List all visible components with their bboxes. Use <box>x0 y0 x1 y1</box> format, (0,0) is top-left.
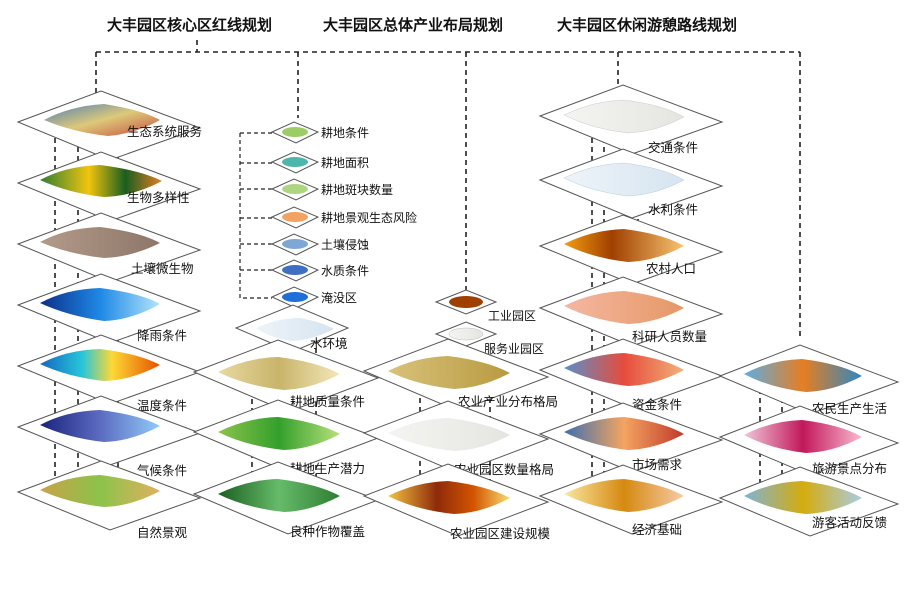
layer-market-demand: 市场需求 <box>538 402 724 473</box>
layer-agri-distribution: 农业产业分布格局 <box>362 338 558 412</box>
label-soil-microbes: 土壤微生物 <box>131 261 194 276</box>
thumb-soil-erosion: 土壤侵蚀 <box>270 233 369 256</box>
label-tourist-spots: 旅游景点分布 <box>812 461 887 476</box>
layer-visitor-feedback: 游客活动反馈 <box>718 466 900 537</box>
layer-industrial-park: 工业园区 <box>434 289 536 323</box>
label-climate: 气候条件 <box>137 463 187 478</box>
layer-researchers: 科研人员数量 <box>538 276 724 347</box>
label-biodiversity: 生物多样性 <box>127 190 190 205</box>
label-landscape-risk: 耕地景观生态风险 <box>321 210 417 225</box>
label-market-demand: 市场需求 <box>632 457 683 472</box>
layer-temperature: 温度条件 <box>16 334 202 413</box>
stack-farmland: 水环境 耕地质量条件 耕地生产潜力 良种作物覆盖 <box>192 304 380 539</box>
label-temperature: 温度条件 <box>137 398 187 413</box>
layer-funding: 资金条件 <box>538 338 724 412</box>
label-soil-erosion: 土壤侵蚀 <box>321 237 369 252</box>
label-industrial-park: 工业园区 <box>488 309 536 323</box>
layer-production-potential: 耕地生产潜力 <box>192 399 380 476</box>
label-farmer-life: 农民生产生活 <box>812 401 887 416</box>
header-leisure-routes: 大丰园区休闲游憩路线规划 <box>557 16 737 34</box>
label-farmland-quality: 耕地质量条件 <box>290 394 365 409</box>
thumb-flood-zone: 淹没区 <box>270 286 357 309</box>
label-natural-landscape: 自然景观 <box>137 525 188 540</box>
layer-biodiversity: 生物多样性 <box>16 151 202 222</box>
header-core-redline: 大丰园区核心区红线规划 <box>107 16 272 34</box>
layer-natural-landscape: 自然景观 <box>16 460 202 540</box>
label-patch-count: 耕地斑块数量 <box>321 182 393 197</box>
label-transport: 交通条件 <box>648 140 698 155</box>
label-production-potential: 耕地生产潜力 <box>290 461 365 476</box>
thumb-farmland-area: 耕地面积 <box>270 151 369 174</box>
stack-farmland-small: 耕地条件 耕地面积 耕地斑块数量 耕地景观生态风险 土壤侵蚀 水质条件 <box>239 121 417 309</box>
layer-transport: 交通条件 <box>538 84 724 155</box>
layer-economic-base: 经济基础 <box>538 464 724 537</box>
stack-industry: 工业园区 服务业园区 农业产业分布格局 农业园区数量格局 农业园区建设规模 <box>362 289 558 541</box>
label-visitor-feedback: 游客活动反馈 <box>812 515 887 530</box>
label-economic-base: 经济基础 <box>632 522 682 537</box>
header-industry-layout: 大丰园区总体产业布局规划 <box>323 16 503 34</box>
stack-ecology: 生态系统服务 生物多样性 土壤微生物 降雨条件 温度条件 气候条件 <box>16 90 202 540</box>
layer-crop-coverage: 良种作物覆盖 <box>192 461 380 539</box>
layer-farmer-life: 农民生产生活 <box>718 344 900 416</box>
layer-agri-scale: 农业园区建设规模 <box>362 463 551 541</box>
layer-farmland-quality: 耕地质量条件 <box>192 339 380 413</box>
thumb-water-quality: 水质条件 <box>270 259 369 282</box>
thumb-patch-count: 耕地斑块数量 <box>270 178 393 201</box>
thumb-landscape-risk: 耕地景观生态风险 <box>270 206 417 229</box>
label-farmland-conditions: 耕地条件 <box>321 125 369 140</box>
layer-irrigation: 水利条件 <box>538 148 724 219</box>
label-eco-services: 生态系统服务 <box>127 124 202 139</box>
label-agri-scale: 农业园区建设规模 <box>450 526 551 541</box>
thumb-farmland-conditions: 耕地条件 <box>270 121 369 144</box>
label-funding: 资金条件 <box>632 397 682 412</box>
layer-tourist-spots: 旅游景点分布 <box>718 405 900 476</box>
layer-eco-services: 生态系统服务 <box>16 90 202 161</box>
layer-soil-microbes: 土壤微生物 <box>16 212 202 283</box>
label-farmland-area: 耕地面积 <box>321 155 369 170</box>
label-service-park: 服务业园区 <box>484 341 544 356</box>
layer-rainfall: 降雨条件 <box>16 273 202 344</box>
label-flood-zone: 淹没区 <box>321 290 357 305</box>
stack-visitors: 农民生产生活 旅游景点分布 游客活动反馈 <box>718 344 900 537</box>
label-researchers: 科研人员数量 <box>632 329 707 344</box>
connector-tree <box>95 40 801 340</box>
label-rural-population: 农村人口 <box>646 261 696 276</box>
label-crop-coverage: 良种作物覆盖 <box>290 524 365 539</box>
layer-climate: 气候条件 <box>16 395 202 478</box>
label-irrigation: 水利条件 <box>648 202 698 217</box>
label-water-quality: 水质条件 <box>321 264 369 278</box>
label-water-environment: 水环境 <box>310 336 348 351</box>
stack-leisure: 交通条件 水利条件 农村人口 科研人员数量 资金条件 市场需求 <box>538 84 724 537</box>
label-agri-distribution: 农业产业分布格局 <box>458 394 558 409</box>
label-rainfall: 降雨条件 <box>137 328 187 343</box>
label-agri-count: 农业园区数量格局 <box>454 462 554 477</box>
layer-agri-count: 农业园区数量格局 <box>362 400 554 477</box>
layer-rural-population: 农村人口 <box>538 214 724 285</box>
